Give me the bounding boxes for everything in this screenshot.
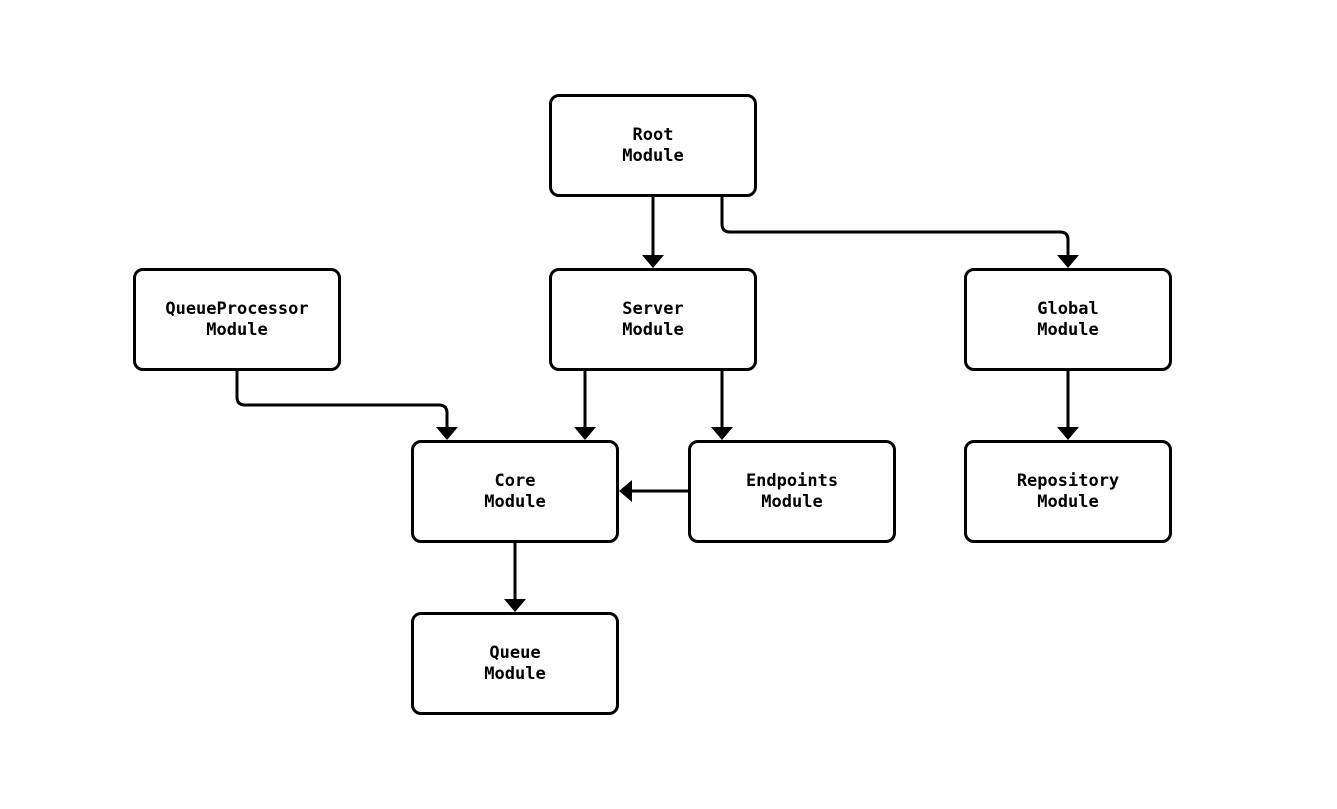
- node-global-module: Global Module: [964, 268, 1172, 371]
- node-queue-module: Queue Module: [411, 612, 619, 715]
- node-server-module: Server Module: [549, 268, 757, 371]
- arrowhead-endpoints-to-core: [619, 480, 632, 502]
- arrowhead-root-to-global: [1057, 255, 1079, 268]
- edge-root-to-global: [720, 197, 1070, 255]
- arrowhead-core-to-queue: [504, 599, 526, 612]
- node-endpoints-module: Endpoints Module: [688, 440, 896, 543]
- arrowhead-global-to-repository: [1057, 427, 1079, 440]
- node-endpoints-module-label: Endpoints Module: [745, 470, 839, 512]
- arrowhead-queueprocessor-to-core: [436, 427, 458, 440]
- node-root-module-label: Root Module: [622, 124, 684, 166]
- node-core-module-label: Core Module: [484, 470, 546, 512]
- edge-queueprocessor-to-core: [235, 371, 449, 427]
- node-global-module-label: Global Module: [1037, 298, 1099, 340]
- node-core-module: Core Module: [411, 440, 619, 543]
- node-root-module: Root Module: [549, 94, 757, 197]
- node-repository-module-label: Repository Module: [1016, 470, 1120, 512]
- arrowhead-root-to-server: [642, 255, 664, 268]
- node-queue-module-label: Queue Module: [484, 642, 546, 684]
- node-server-module-label: Server Module: [622, 298, 684, 340]
- node-repository-module: Repository Module: [964, 440, 1172, 543]
- arrowhead-server-to-endpoints: [711, 427, 733, 440]
- node-queueprocessor-module-label: QueueProcessor Module: [165, 298, 309, 340]
- arrowhead-server-to-core: [574, 427, 596, 440]
- node-queueprocessor-module: QueueProcessor Module: [133, 268, 341, 371]
